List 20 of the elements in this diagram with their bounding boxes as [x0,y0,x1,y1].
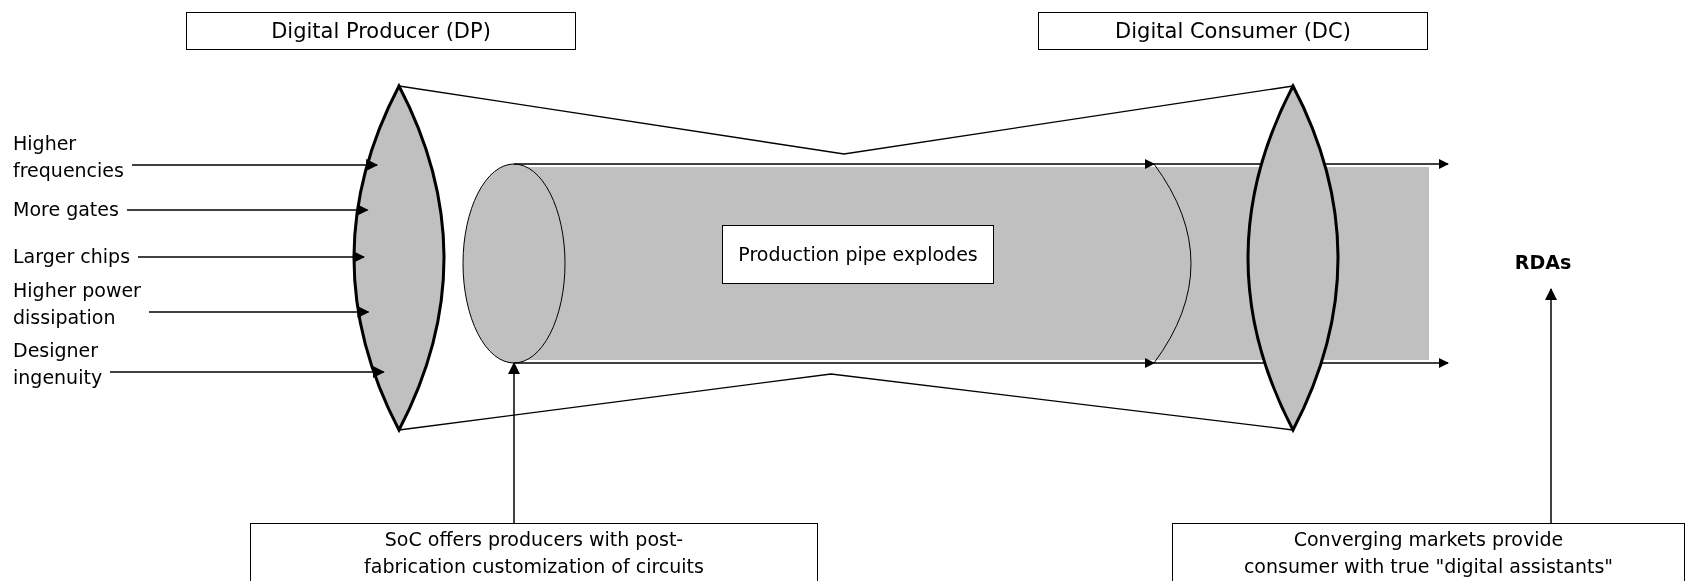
title-box: Digital Consumer (DC) [1038,12,1428,50]
callout-box: SoC offers producers with post-fabrication customization of circuits [250,523,818,581]
label-text: More gates [13,196,200,224]
label-text: Higher power dissipation [13,277,200,333]
arrow [508,362,520,524]
label-box: Production pipe explodes [722,225,994,284]
arrow [126,204,369,216]
callout-box: Converging markets provide consumer with true "digital assistants" [1172,523,1685,581]
arrow [131,159,379,171]
arrow [109,366,385,378]
lens-shape [1248,86,1338,430]
title-box: Digital Producer (DP) [186,12,576,50]
label-text: Higher frequencies [13,130,200,186]
lens-shape [354,86,444,430]
arrow [148,306,370,318]
arrow [1545,288,1557,524]
label-text: RDAs [1500,249,1586,277]
label-text: Larger chips [13,243,200,271]
label-text: Designer ingenuity [13,337,200,393]
arrow [137,251,365,263]
